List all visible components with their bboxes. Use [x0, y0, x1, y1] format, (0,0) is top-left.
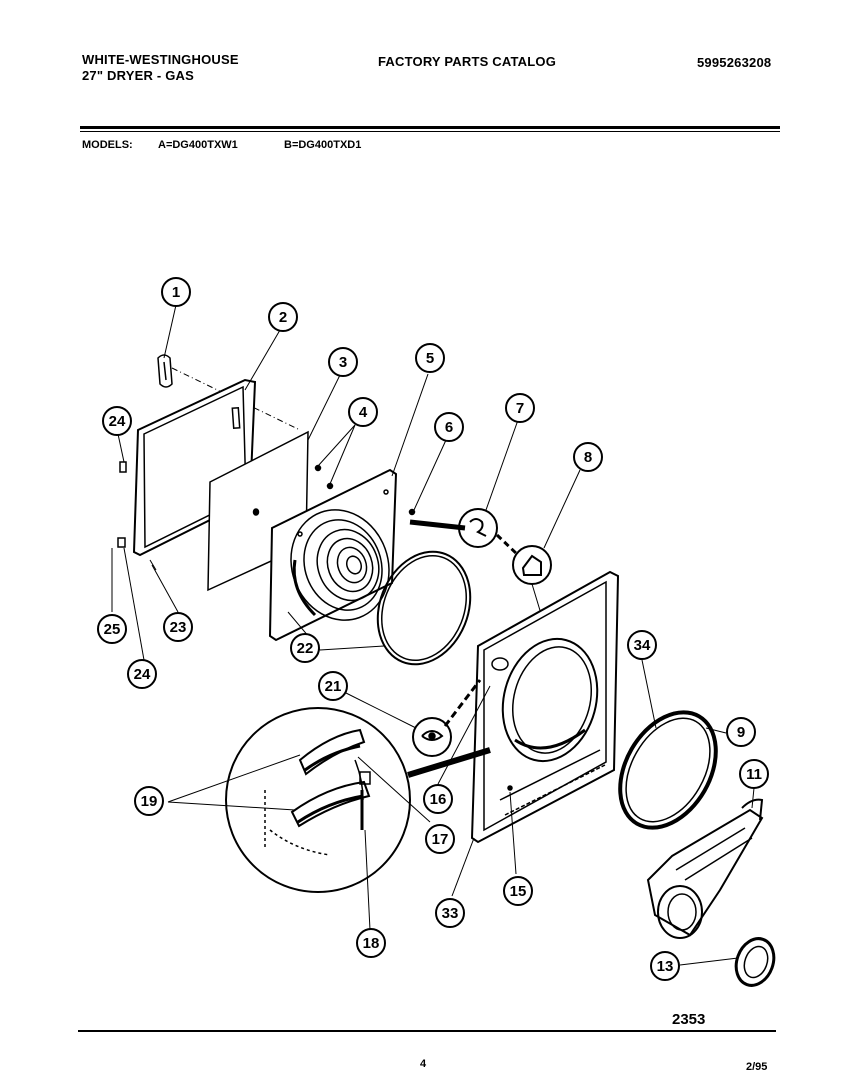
part-strike-detail	[512, 545, 552, 585]
callout-2: 2	[268, 302, 298, 332]
callout-label: 9	[737, 724, 745, 741]
callout-label: 25	[104, 621, 121, 638]
callout-label: 13	[657, 958, 674, 975]
part-rear-gasket	[618, 710, 718, 830]
callout-34: 34	[627, 630, 657, 660]
callout-label: 17	[432, 831, 449, 848]
part-front-panel	[470, 570, 620, 844]
models-label: MODELS:	[82, 139, 133, 151]
callout-33: 33	[435, 898, 465, 928]
callout-label: 6	[445, 419, 453, 436]
part-magnified-detail	[225, 707, 411, 893]
product-name: 27" DRYER - GAS	[82, 68, 194, 83]
callout-label: 33	[442, 905, 459, 922]
callout-8: 8	[573, 442, 603, 472]
callout-label: 34	[634, 637, 651, 654]
header-rule-thick	[80, 126, 780, 129]
callout-11: 11	[739, 759, 769, 789]
callout-label: 5	[426, 350, 434, 367]
callout-label: 24	[109, 413, 126, 430]
callout-label: 3	[339, 354, 347, 371]
callout-7: 7	[505, 393, 535, 423]
page-number: 4	[420, 1058, 427, 1070]
callout-6: 6	[434, 412, 464, 442]
model-b: B=DG400TXD1	[284, 139, 362, 151]
callout-13: 13	[650, 951, 680, 981]
callout-25: 25	[97, 614, 127, 644]
model-a: A=DG400TXW1	[158, 139, 238, 151]
revision-date: 2/95	[746, 1061, 768, 1073]
callout-label: 2	[279, 309, 287, 326]
callout-label: 11	[746, 766, 762, 783]
callout-label: 19	[141, 793, 158, 810]
callout-label: 7	[516, 400, 524, 417]
callout-1: 1	[161, 277, 191, 307]
catalog-title: FACTORY PARTS CATALOG	[378, 54, 557, 69]
callout-label: 24	[134, 666, 151, 683]
callout-label: 4	[359, 404, 368, 421]
catalog-number: 5995263208	[697, 55, 772, 70]
part-duct-seal	[734, 937, 776, 987]
part-lint-duct	[646, 798, 764, 939]
part-door-ring	[376, 550, 472, 666]
callout-label: 23	[170, 619, 187, 636]
callout-label: 18	[363, 935, 380, 952]
callout-label: 22	[297, 640, 314, 657]
callout-21: 21	[318, 671, 348, 701]
callout-23: 23	[163, 612, 193, 642]
callout-24: 24	[127, 659, 157, 689]
callout-label: 16	[430, 791, 447, 808]
figure-number: 2353	[672, 1011, 705, 1028]
callout-17: 17	[425, 824, 455, 854]
brand-name: WHITE-WESTINGHOUSE	[82, 52, 239, 67]
callout-24: 24	[102, 406, 132, 436]
part-door-inner	[268, 468, 398, 642]
callout-18: 18	[356, 928, 386, 958]
callout-22: 22	[290, 633, 320, 663]
callout-19: 19	[134, 786, 164, 816]
callout-label: 21	[325, 678, 342, 695]
part-switch-detail	[412, 717, 452, 757]
part-latch-detail	[458, 508, 498, 548]
callout-9: 9	[726, 717, 756, 747]
callout-4: 4	[348, 397, 378, 427]
header-rule-thin	[80, 131, 780, 132]
callout-label: 8	[584, 449, 592, 466]
callout-16: 16	[423, 784, 453, 814]
footer-rule	[78, 1030, 776, 1032]
callout-label: 1	[172, 284, 180, 301]
callout-label: 15	[510, 883, 527, 900]
callout-15: 15	[503, 876, 533, 906]
callout-3: 3	[328, 347, 358, 377]
callout-5: 5	[415, 343, 445, 373]
part-door-hinge	[157, 354, 173, 388]
